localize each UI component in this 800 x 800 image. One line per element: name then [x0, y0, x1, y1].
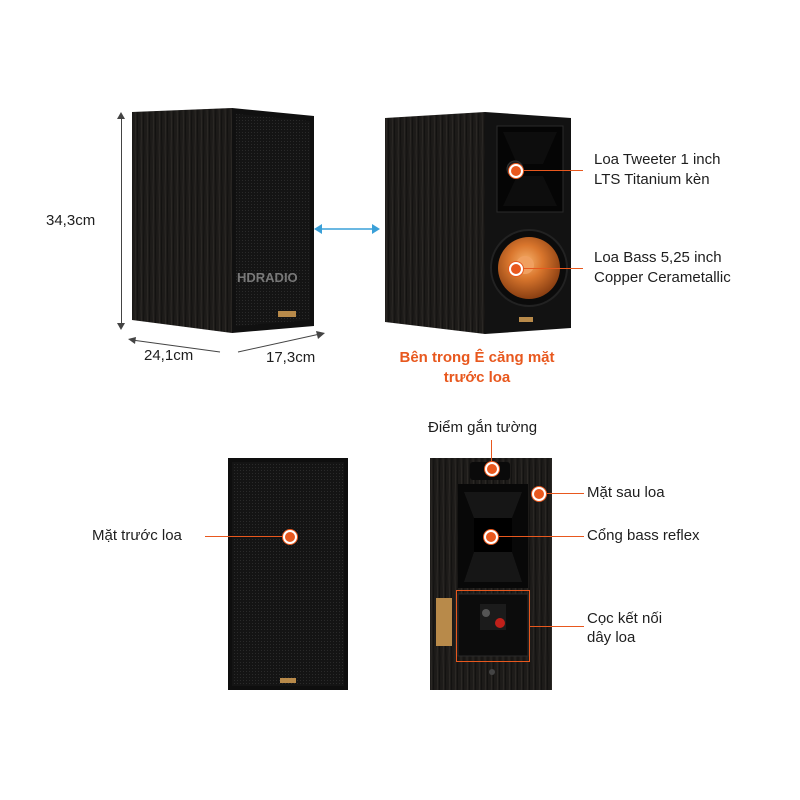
woofer-callout-line1: Loa Bass 5,25 inch — [594, 249, 722, 266]
speaker-exposed-drawing — [385, 112, 571, 334]
speaker-front-grille-view — [228, 458, 348, 690]
speaker-back-panel-view — [430, 458, 552, 690]
front-grille-drawing — [228, 458, 348, 690]
front-grille-leader-line — [205, 536, 283, 537]
back-panel-callout: Mặt sau loa — [587, 484, 665, 501]
back-panel-leader-line — [546, 493, 584, 494]
brand-badge — [278, 311, 296, 317]
height-label: 34,3cm — [46, 212, 96, 229]
wall-mount-leader-line — [491, 440, 492, 462]
front-view-caption-text: Bên trong Ê căng mặt trước loa — [399, 349, 555, 386]
base-dimension-lines — [128, 331, 325, 353]
height-dimension-line — [121, 116, 122, 326]
woofer-callout-line2: Copper Cerametallic — [594, 269, 731, 286]
wall-mount-callout: Điểm gắn tường — [428, 419, 538, 436]
depth-label: 17,3cm — [266, 349, 316, 366]
front-grille-callout: Mặt trước loa — [92, 527, 182, 544]
tweeter-callout-line2: LTS Titanium kèn — [594, 171, 710, 188]
terminals-callout-line2: dây loa — [587, 629, 636, 646]
bass-port-marker — [484, 530, 498, 544]
arrowhead-up-icon — [117, 112, 125, 119]
terminals-callout-line1: Cọc kết nối — [587, 610, 663, 627]
tweeter-marker — [509, 164, 523, 178]
watermark-logo: HDRADIO — [237, 270, 298, 285]
speaker-angled-drawing — [132, 108, 314, 333]
back-panel-drawing — [430, 458, 552, 690]
wall-mount-marker — [485, 462, 499, 476]
speaker-exposed-view — [385, 112, 577, 334]
bass-port-callout: Cổng bass reflex — [587, 527, 700, 544]
back-panel-marker — [532, 487, 546, 501]
front-view-caption: Bên trong Ê căng mặt trước loa — [392, 348, 562, 388]
tweeter-callout-line1: Loa Tweeter 1 inch — [594, 151, 721, 168]
terminals-highlight-box — [456, 590, 530, 662]
bass-port-leader-line — [498, 536, 584, 537]
woofer-marker — [509, 262, 523, 276]
arrowhead-down-icon — [117, 323, 125, 330]
front-grille-marker — [283, 530, 297, 544]
tweeter-leader-line — [523, 170, 583, 171]
woofer-leader-line — [523, 268, 583, 269]
double-arrow-icon — [314, 224, 380, 234]
width-label: 24,1cm — [144, 347, 194, 364]
terminals-leader-line — [529, 626, 584, 627]
speaker-angled-view — [128, 108, 318, 333]
